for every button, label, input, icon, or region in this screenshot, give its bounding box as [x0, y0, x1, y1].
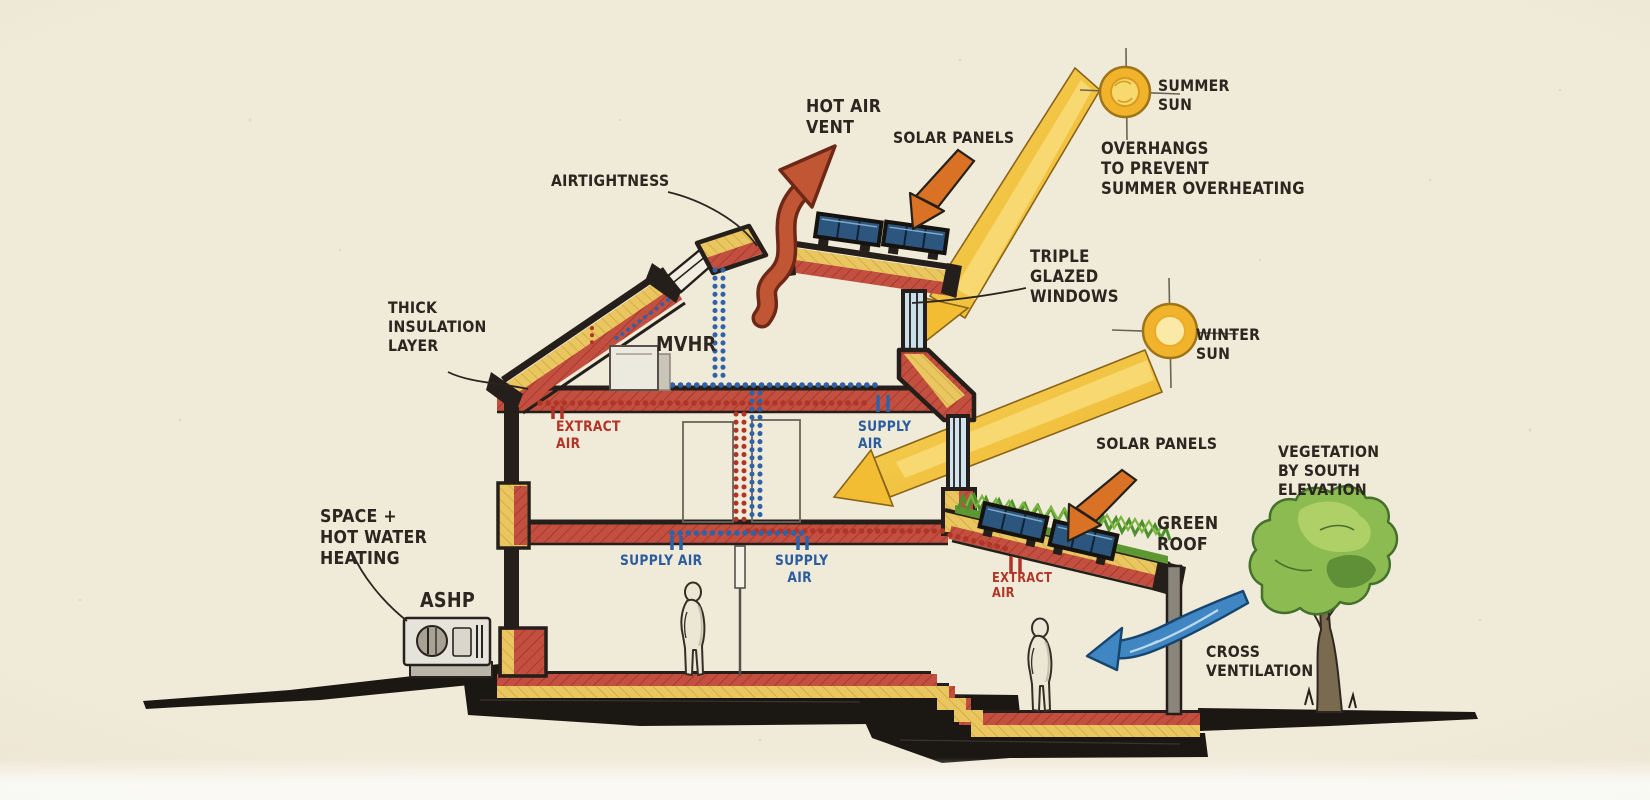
label-supply-air-3: SUPPLY AIR — [775, 553, 829, 586]
label-cross-ventilation: CROSS VENTILATION — [1206, 642, 1314, 680]
mvhr-unit — [609, 345, 671, 391]
label-supply-air-1: SUPPLY AIR — [858, 419, 912, 452]
winter-sun — [1111, 277, 1239, 389]
label-solar-panels-right: SOLAR PANELS — [1096, 434, 1218, 453]
solar-arrow-top — [908, 148, 976, 231]
paper-specks — [78, 58, 1562, 742]
label-overhangs: OVERHANGS TO PREVENT SUMMER OVERHEATING — [1101, 139, 1305, 200]
supply-air-ducts — [612, 267, 890, 550]
clerestory-window — [901, 289, 927, 354]
tree — [1248, 485, 1399, 713]
label-thick-insulation: THICK INSULATION LAYER — [388, 298, 487, 355]
ashp-unit — [402, 616, 493, 678]
solar-arrow-right — [1066, 468, 1138, 543]
person-2 — [1027, 617, 1053, 712]
label-winter-sun: WINTER SUN — [1196, 325, 1261, 363]
leader-airtightness — [667, 191, 758, 247]
ground-floor-window — [946, 414, 970, 491]
roof-solar-panels — [812, 211, 950, 261]
label-extract-air-2: EXTRACT AIR — [992, 571, 1053, 602]
summer-sun-beam — [915, 66, 1102, 347]
interior — [682, 419, 801, 676]
paper-edge — [0, 758, 1650, 800]
label-mvhr: MVHR — [656, 332, 717, 356]
label-solar-panels-top: SOLAR PANELS — [893, 128, 1015, 147]
label-supply-air-2: SUPPLY AIR — [620, 553, 703, 569]
summer-sun — [1079, 47, 1181, 141]
hot-air-vent-arrow — [751, 144, 837, 329]
label-ashp: ASHP — [420, 588, 475, 612]
roof-peak — [694, 223, 769, 276]
ground — [143, 664, 1478, 763]
label-airtightness: AIRTIGHTNESS — [551, 171, 670, 190]
label-vegetation: VEGETATION BY SOUTH ELEVATION — [1278, 442, 1380, 499]
leader-lines — [351, 191, 1027, 622]
label-summer-sun: SUMMER SUN — [1158, 76, 1230, 114]
label-space-heating: SPACE + HOT WATER HEATING — [320, 506, 428, 570]
label-triple-glazed: TRIPLE GLAZED WINDOWS — [1030, 247, 1119, 308]
leader-thick-insulation — [447, 371, 529, 390]
label-extract-air-1: EXTRACT AIR — [556, 419, 621, 452]
person-1 — [680, 581, 706, 676]
left-wall — [496, 392, 548, 678]
wall-step — [896, 347, 977, 423]
label-hot-air-vent: HOT AIR VENT — [806, 96, 882, 139]
label-green-roof: GREEN ROOF — [1157, 513, 1219, 556]
leader-triple-glazed — [911, 287, 1027, 304]
leader-space-heating — [351, 551, 408, 622]
cross-ventilation-arrow — [1085, 589, 1250, 672]
extract-air-ducts — [537, 326, 1022, 574]
